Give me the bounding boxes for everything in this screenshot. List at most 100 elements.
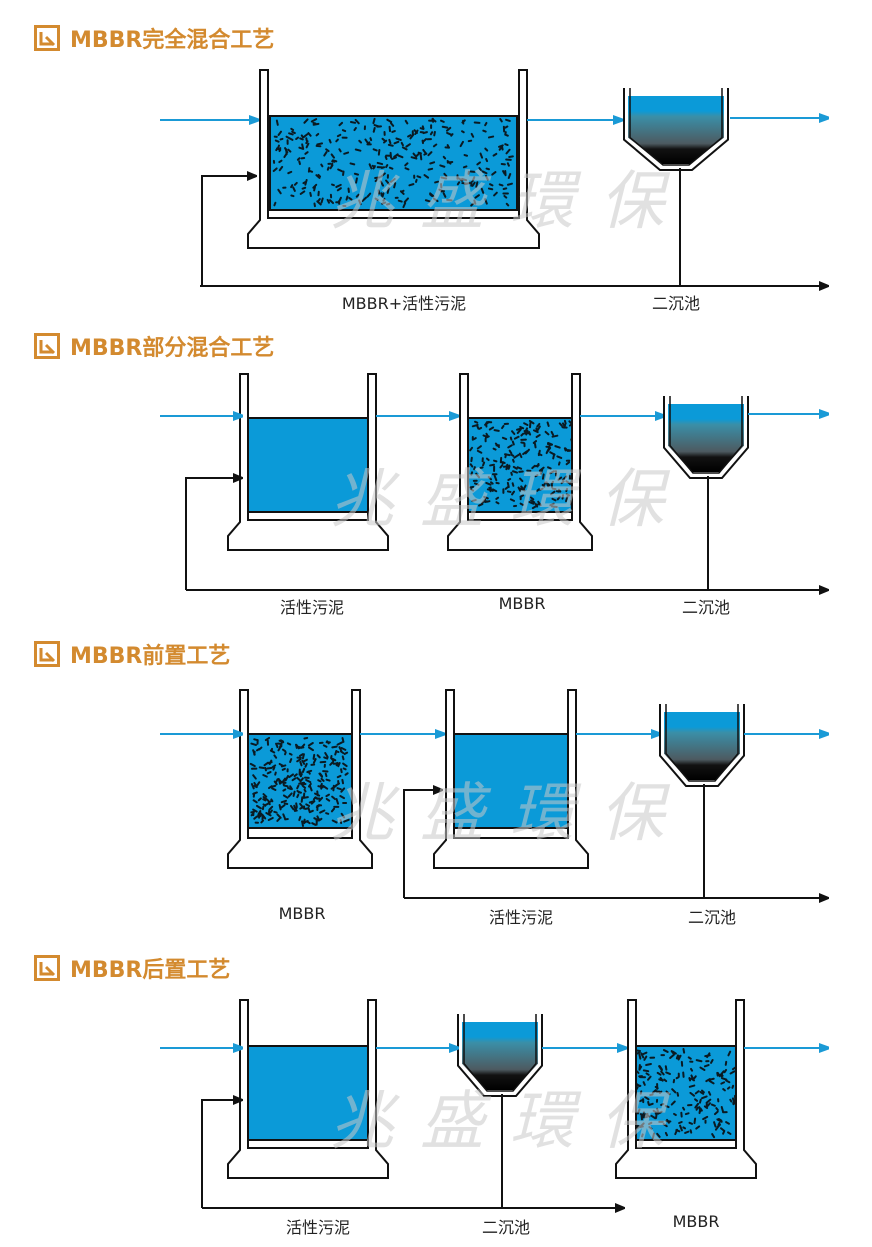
media-carrier bbox=[404, 167, 410, 171]
media-carrier bbox=[322, 770, 329, 773]
media-carrier bbox=[315, 144, 322, 148]
media-carrier bbox=[313, 185, 317, 192]
media-carrier bbox=[258, 766, 265, 770]
media-carrier bbox=[413, 174, 416, 179]
section-title-4: MBBR后置工艺 bbox=[34, 952, 230, 984]
media-carrier bbox=[473, 199, 477, 205]
media-carrier bbox=[320, 163, 324, 168]
media-carrier bbox=[267, 816, 274, 821]
media-carrier bbox=[257, 797, 262, 802]
media-carrier bbox=[269, 749, 276, 754]
media-carrier bbox=[388, 125, 392, 133]
media-carrier bbox=[473, 466, 476, 471]
media-carrier bbox=[315, 820, 318, 826]
media-carrier bbox=[266, 739, 270, 746]
media-carrier bbox=[416, 175, 422, 179]
title-marker-icon bbox=[34, 333, 60, 359]
media-carrier bbox=[399, 190, 405, 195]
media-carrier bbox=[641, 1051, 648, 1056]
media-carrier bbox=[303, 788, 307, 793]
media-carrier bbox=[457, 177, 464, 182]
media-carrier bbox=[717, 1121, 721, 1126]
label-secondary-clarifier: 二沉池 bbox=[651, 294, 701, 313]
media-carrier bbox=[260, 819, 265, 824]
tank-wall bbox=[247, 69, 540, 249]
media-carrier bbox=[482, 461, 486, 467]
media-carrier bbox=[267, 799, 273, 804]
media-carrier bbox=[336, 133, 342, 138]
media-carrier bbox=[338, 121, 344, 127]
media-carrier bbox=[693, 1117, 697, 1125]
media-carrier bbox=[484, 198, 488, 205]
media-carrier bbox=[271, 764, 277, 768]
media-carrier bbox=[528, 431, 532, 436]
media-carrier bbox=[716, 1118, 723, 1123]
media-carrier bbox=[659, 1076, 664, 1082]
media-carrier bbox=[648, 1121, 653, 1125]
media-carrier bbox=[413, 129, 419, 134]
media-carrier bbox=[499, 456, 503, 464]
media-carrier bbox=[395, 137, 402, 141]
media-carrier bbox=[495, 496, 500, 500]
media-carrier bbox=[539, 487, 544, 491]
media-carrier bbox=[545, 445, 551, 448]
section-title-3: MBBR前置工艺 bbox=[34, 638, 230, 670]
label-mbbr: MBBR bbox=[278, 904, 326, 923]
media-carrier bbox=[427, 167, 434, 171]
media-carrier bbox=[695, 1125, 701, 1130]
media-carrier bbox=[318, 796, 324, 802]
media-carrier bbox=[296, 784, 300, 790]
media-carrier bbox=[328, 138, 332, 144]
media-carrier bbox=[341, 136, 348, 139]
media-carrier bbox=[717, 1098, 720, 1103]
media-carrier bbox=[391, 156, 397, 160]
media-carrier bbox=[518, 470, 524, 473]
media-carrier bbox=[530, 499, 536, 504]
media-carrier bbox=[252, 808, 258, 813]
media-carrier bbox=[505, 118, 511, 122]
media-carrier bbox=[536, 422, 541, 428]
media-carrier bbox=[307, 782, 312, 788]
media-carrier bbox=[278, 739, 285, 744]
media-carrier bbox=[478, 503, 484, 507]
media-carrier bbox=[311, 822, 317, 826]
media-carrier bbox=[473, 121, 481, 124]
media-carrier bbox=[511, 430, 516, 435]
media-carrier bbox=[341, 755, 345, 761]
media-carrier bbox=[344, 772, 349, 776]
media-carrier bbox=[645, 1072, 650, 1076]
clarifier-inner-wall bbox=[669, 396, 743, 474]
media-carrier bbox=[405, 143, 411, 148]
media-carrier bbox=[293, 773, 298, 778]
media-carrier bbox=[285, 135, 290, 139]
media-carrier bbox=[647, 1075, 652, 1081]
media-carrier bbox=[498, 144, 504, 148]
media-carrier bbox=[488, 426, 495, 431]
media-carrier bbox=[408, 183, 415, 187]
tank-wall bbox=[447, 373, 593, 551]
media-carrier bbox=[484, 147, 489, 152]
media-carrier bbox=[510, 453, 515, 457]
media-carrier bbox=[278, 744, 283, 749]
media-carrier bbox=[340, 812, 346, 819]
media-carrier bbox=[516, 466, 523, 470]
media-carrier bbox=[394, 196, 399, 199]
media-carrier bbox=[293, 181, 298, 186]
media-carrier bbox=[430, 124, 433, 129]
media-carrier bbox=[726, 1086, 731, 1090]
media-carrier bbox=[339, 819, 343, 825]
media-carrier bbox=[639, 1099, 644, 1103]
media-carrier bbox=[253, 815, 258, 820]
media-carrier bbox=[487, 135, 495, 139]
media-carrier bbox=[316, 198, 321, 203]
label-activated-sludge: 活性污泥 bbox=[279, 598, 345, 617]
media-carrier bbox=[343, 751, 349, 755]
media-carrier bbox=[251, 767, 258, 770]
media-carrier bbox=[471, 181, 476, 187]
media-carrier bbox=[275, 119, 279, 126]
title-marker-icon bbox=[34, 25, 60, 51]
media-carrier bbox=[302, 792, 306, 798]
media-carrier bbox=[456, 174, 459, 180]
section-title-text: MBBR后置工艺 bbox=[70, 958, 231, 983]
media-carrier bbox=[512, 458, 515, 463]
